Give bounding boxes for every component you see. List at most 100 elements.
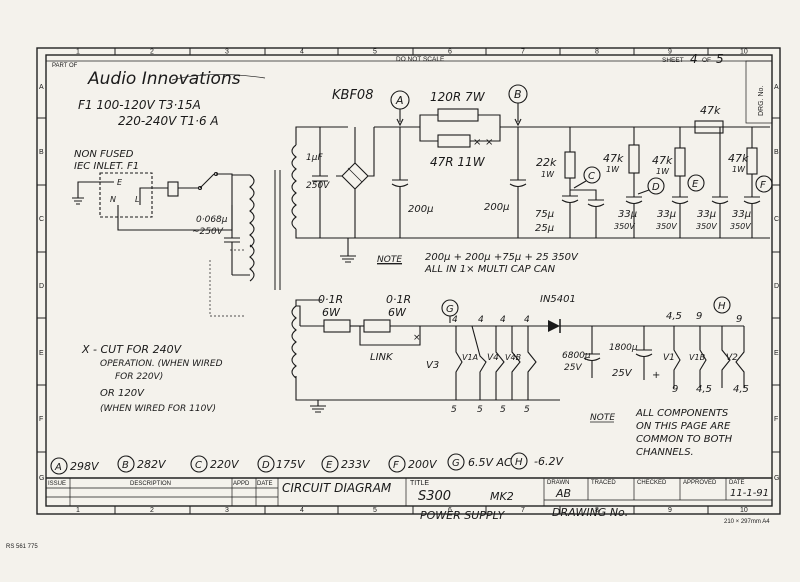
legend-e-tag: E (326, 460, 333, 471)
legend-f-tag: F (393, 460, 399, 471)
v3-label: V3 (426, 360, 439, 371)
tp-h-letter: H (718, 301, 726, 312)
of-label: OF (702, 57, 711, 64)
iec-inlet (99, 172, 153, 218)
paper-size: 210 × 297mm A4 (724, 519, 770, 525)
note-2-line-1: ALL COMPONENTS (635, 408, 729, 419)
iec-neutral-label: N (110, 195, 116, 204)
legend-c-tag: C (195, 460, 202, 471)
title-model: S300 (418, 489, 451, 504)
link-wire (359, 326, 421, 346)
svg-text:6: 6 (448, 49, 452, 56)
drg-no-box (745, 60, 773, 124)
diode-in5401 (548, 320, 560, 332)
tp-d-letter: D (652, 182, 660, 193)
cap-6800-volt: 25V (564, 363, 582, 373)
cap-75-value: 75μ (535, 209, 554, 220)
pin-top-4: 4 (524, 315, 530, 325)
resistor-47k-2 (674, 147, 686, 177)
r47k-1-watt: 1W (606, 165, 620, 174)
legend-d-tag: D (262, 460, 270, 471)
legend-g-value: 6.5V AC (468, 456, 512, 469)
transformer-secondary-ht (291, 144, 297, 230)
date-label: DATE (729, 480, 745, 486)
cap33-1-volt: 350V (614, 222, 635, 231)
cap-200a-value: 200μ (408, 204, 433, 215)
inlet-note-2: IEC INLET. F1 (74, 161, 139, 172)
legend-h-tag: H (515, 457, 523, 468)
resistor-01r-2 (363, 319, 391, 333)
res-120r-label: 120R 7W (430, 90, 486, 104)
cap-200b-value: 200μ (484, 202, 509, 213)
legend-e-value: 233V (341, 458, 371, 471)
v1-label: V1 (663, 353, 675, 363)
heater-group-1 (455, 325, 537, 400)
pin-top-6: 9 (696, 311, 702, 322)
fuse-rating-2: 220-240V T1·6 A (118, 114, 219, 128)
svg-text:5: 5 (373, 49, 377, 56)
resistor-47k-4 (746, 147, 758, 175)
note-2-label: NOTE (590, 413, 615, 423)
cut-note-4: OR 120V (100, 388, 145, 399)
legend-a-value: 298V (70, 460, 100, 473)
cap-sup-voltage: ~250V (192, 227, 224, 237)
inner-border (45, 54, 773, 507)
cap-1800-volt: 25V (612, 368, 633, 379)
title-mark: MK2 (490, 490, 514, 503)
svg-text:3: 3 (225, 49, 229, 56)
svg-text:7: 7 (521, 49, 525, 56)
svg-text:4: 4 (300, 49, 304, 56)
cap-x-value: 1μF (306, 153, 323, 163)
lt-ground (310, 400, 326, 413)
legend-g-tag: G (452, 458, 460, 469)
cap33-3-value: 33μ (697, 209, 716, 220)
pin-top-3: 4 (500, 315, 506, 325)
column-ticks (37, 48, 780, 514)
svg-text:5: 5 (373, 507, 377, 514)
r47k-4-value: 47k (728, 152, 749, 165)
resistor-120r (437, 108, 479, 122)
tp-c-letter: C (588, 171, 595, 182)
drawing-no-label: DRAWING No. (552, 506, 628, 519)
approved-label: APPROVED (683, 480, 717, 486)
test-point-f (755, 175, 773, 193)
cut-mark-2: × (485, 137, 493, 148)
cap33-3-volt: 350V (696, 222, 717, 231)
svg-text:E: E (774, 350, 779, 357)
drg-no-label: DRG. No. (758, 86, 765, 116)
test-point-h (713, 296, 731, 314)
earth-symbol (72, 181, 114, 205)
column-numbers-bottom: 1 2 3 4 5 6 7 8 9 10 (76, 507, 748, 514)
cut-note-5: (WHEN WIRED FOR 110V) (100, 404, 216, 414)
cap-25-value: 25μ (535, 223, 554, 234)
svg-text:B: B (39, 149, 44, 156)
pin-top-5: 4,5 (666, 311, 682, 322)
tp-e-letter: E (692, 179, 699, 190)
r47k-4-watt: 1W (732, 165, 746, 174)
circuit-diagram-label: CIRCUIT DIAGRAM (282, 481, 392, 495)
voltage-legend: A 298V B 282V C 220V D 175V E 233V F 200… (50, 452, 564, 475)
r22k-watt: 1W (541, 170, 555, 179)
ht-ground (340, 238, 356, 263)
title-subtitle: POWER SUPPLY (420, 509, 506, 522)
cap-1800-plus: + (652, 370, 660, 381)
tp-b-letter: B (514, 88, 522, 101)
test-point-d (647, 177, 665, 195)
svg-text:E: E (39, 350, 44, 357)
outer-border (36, 47, 781, 515)
cap-sup-value: 0·068μ (196, 215, 228, 225)
tp-f-letter: F (760, 180, 766, 191)
link-cut-mark: × (413, 333, 421, 343)
pin-bottom-5: 9 (672, 384, 678, 395)
svg-text:D: D (39, 283, 44, 290)
svg-text:9: 9 (668, 507, 672, 514)
sheet-number: 4 (690, 52, 698, 66)
v4-label: V4 (487, 353, 499, 363)
pin-bottom-3: 5 (500, 405, 506, 415)
svg-text:1: 1 (76, 507, 80, 514)
test-point-c (583, 166, 601, 184)
v1a-label: V1A (462, 353, 478, 362)
r47k-1-value: 47k (603, 152, 624, 165)
cap-1uf (312, 127, 328, 238)
